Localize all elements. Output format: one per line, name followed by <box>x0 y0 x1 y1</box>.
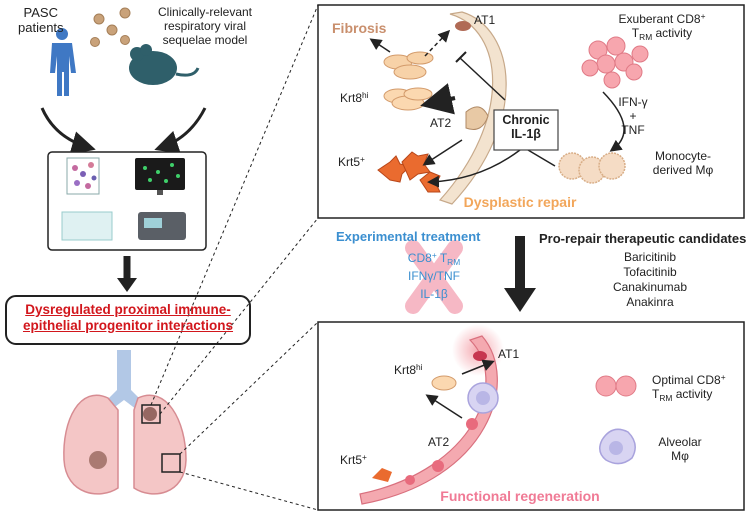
alveolar-macrophage-icon <box>599 428 636 465</box>
ifn-tnf-label: IFN-γ + TNF <box>618 95 648 137</box>
arrow-at2-to-krt8-thick <box>420 83 456 115</box>
arrow-model-to-data <box>154 107 207 154</box>
well-plate-icon <box>61 211 113 241</box>
at1-cell-regeneration <box>473 351 487 361</box>
histology-icon <box>66 157 100 195</box>
arrow-patients-to-data <box>40 107 96 155</box>
at2-label-bottom: AT2 <box>428 435 450 449</box>
experimental-treatment-label: Experimental treatment <box>336 229 481 244</box>
drug-canakinumab: Canakinumab <box>612 280 688 294</box>
virus-particles-icon <box>90 7 131 47</box>
pro-repair-label: Pro-repair therapeutic candidates <box>539 231 747 246</box>
cd8-trm-cells-exuberant <box>581 36 649 89</box>
arrow-il1b-to-krt5 <box>427 149 521 188</box>
alveolar-wall-dysplastic <box>438 11 507 205</box>
krt5-label-bottom: Krt5+ <box>340 452 367 467</box>
il1b-target: IL-1β <box>420 287 448 301</box>
monocyte-macrophages <box>558 152 626 184</box>
drug-anakinra: Anakinra <box>626 295 674 309</box>
krt8-label-top: Krt8hi <box>340 90 369 105</box>
cd8-trm-target: CD8+ TRM <box>407 250 461 267</box>
dysregulated-label: Dysregulated proximal immune- epithelial… <box>22 302 234 333</box>
arrow-to-fibrosis <box>369 38 391 53</box>
arrow-at2-to-krt5 <box>422 139 463 166</box>
mouse-model-icon <box>129 44 200 85</box>
plate-reader-icon <box>138 212 186 240</box>
alveolar-macrophage-label: Alveolar Mφ <box>658 435 702 463</box>
arrow-cd8-to-monocyte <box>602 91 625 152</box>
dysplastic-repair-label: Dysplastic repair <box>463 194 577 210</box>
zoom-line-bottom-1 <box>179 321 319 455</box>
fibrosis-label: Fibrosis <box>332 20 387 36</box>
drug-baricitinib: Baricitinib <box>623 250 677 264</box>
regeneration-panel <box>317 321 745 511</box>
zoom-line-top-1 <box>150 4 319 406</box>
krt5-label-top: Krt5+ <box>338 154 365 169</box>
krt8-cell-regeneration <box>431 375 457 391</box>
drug-tofacitinib: Tofacitinib <box>623 265 677 279</box>
monitor-imaging-icon <box>135 158 185 195</box>
at1-cell-dysplastic <box>455 21 471 31</box>
inhibition-line <box>459 57 506 101</box>
lungs-icon <box>63 350 187 495</box>
arrow-krt8-to-at1 <box>461 359 495 375</box>
at1-label-top: AT1 <box>474 13 496 27</box>
chronic-il1b-label: Chronic IL-1β <box>502 113 550 142</box>
at2-label-top: AT2 <box>430 116 452 130</box>
zoom-line-bottom-2 <box>179 471 319 511</box>
exuberant-cd8-label: Exuberant CD8+ TRM activity <box>618 11 706 42</box>
cd8-trm-cells-optimal <box>595 375 637 397</box>
monocyte-label: Monocyte- derived Mφ <box>652 149 714 177</box>
arrow-krt8-to-at1-dashed <box>424 29 451 57</box>
at2-cell-dysplastic <box>465 106 489 130</box>
krt8-label-bottom: Krt8hi <box>394 362 423 377</box>
pasc-patients-label: PASC patients <box>18 5 64 35</box>
model-label: Clinically-relevant respiratory viral se… <box>157 5 253 47</box>
at1-label-bottom: AT1 <box>498 347 520 361</box>
at2-cells-regeneration <box>405 418 478 485</box>
chronic-il1b-box <box>493 109 559 151</box>
dysregulated-box <box>5 295 251 345</box>
arrow-at2-to-krt8 <box>425 394 463 419</box>
functional-regeneration-label: Functional regeneration <box>440 488 600 504</box>
distal-zoom-square <box>161 453 181 473</box>
ifng-tnf-target: IFNγ/TNF <box>408 269 460 283</box>
treatment-cross-mark <box>405 240 463 314</box>
optimal-cd8-label: Optimal CD8+ TRM activity <box>652 372 726 403</box>
fibroblast-cluster <box>383 51 434 80</box>
krt5-cell-regeneration <box>372 468 392 482</box>
human-patient-icon <box>50 28 76 96</box>
line-monocyte-to-il1b <box>527 149 556 167</box>
